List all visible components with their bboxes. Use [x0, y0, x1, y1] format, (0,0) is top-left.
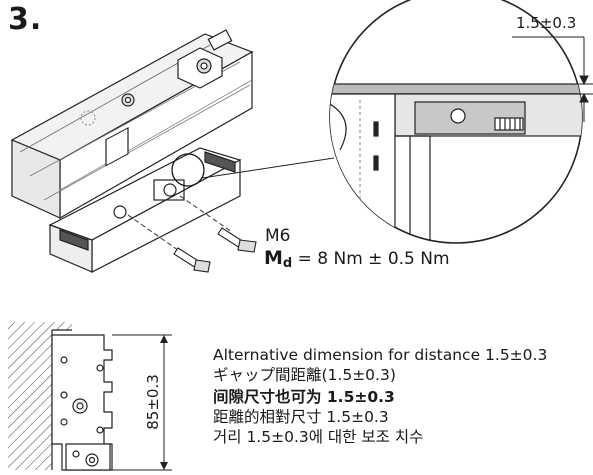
gap-dimension-lines	[512, 36, 593, 122]
screws	[127, 195, 257, 273]
detail-leader-line	[201, 157, 335, 179]
torque-value: = 8 Nm ± 0.5 Nm	[292, 249, 450, 269]
mounting-block	[48, 127, 242, 273]
note-chinese-traditional: 距離的相對尺寸 1.5±0.3	[213, 408, 389, 426]
note-chinese-simplified: 间隙尺寸也可为 1.5±0.3	[213, 388, 395, 406]
height-dimension-label: 85±0.3	[144, 374, 162, 430]
note-english: Alternative dimension for distance 1.5±0…	[213, 346, 548, 364]
bracket-drawing	[8, 322, 172, 471]
torque-spec: Md = 8 Nm ± 0.5 Nm	[264, 247, 450, 271]
screw-size-label: M6	[265, 226, 291, 246]
torque-symbol: M	[264, 247, 283, 269]
note-japanese: ギャップ間距離(1.5±0.3)	[213, 366, 396, 384]
scale-rail	[10, 29, 254, 220]
gap-dimension-label: 1.5±0.3	[516, 14, 577, 32]
height-dimension: 85±0.3	[138, 352, 168, 452]
torque-subscript: d	[282, 256, 293, 271]
step-number: 3.	[8, 2, 43, 37]
note-korean: 거리 1.5±0.3에 대한 보조 치수	[213, 428, 424, 446]
